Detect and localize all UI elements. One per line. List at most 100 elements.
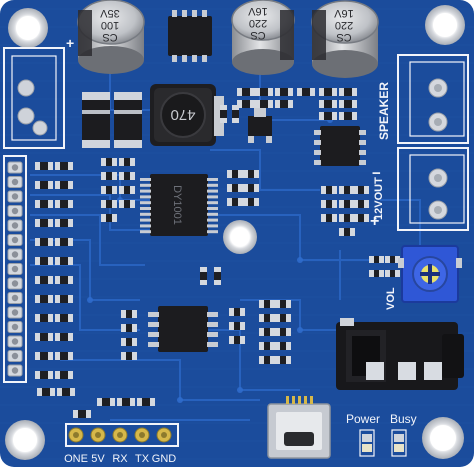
smd-resistor <box>119 200 135 208</box>
smd-resistor <box>37 388 55 396</box>
smd-resistor <box>339 186 355 194</box>
smd-resistor <box>353 214 369 222</box>
smd-resistor <box>339 228 355 236</box>
smd-resistor <box>137 398 155 406</box>
capacitor-3: CS 220 16V <box>311 0 379 78</box>
smd-resistor <box>121 352 137 360</box>
header-pin <box>7 205 23 217</box>
smd-resistor <box>119 172 135 180</box>
header-pin <box>7 161 23 174</box>
bottom-header-pin <box>90 427 106 443</box>
smd-resistor <box>55 162 73 170</box>
smd-resistor <box>35 314 53 322</box>
smd-resistor <box>121 324 137 332</box>
cap1-brand: CS <box>102 31 117 43</box>
smd-resistor <box>55 371 73 379</box>
cap1-voltage: 35V <box>100 7 120 19</box>
smd-resistor <box>35 276 53 284</box>
header-pin <box>7 335 23 348</box>
bottom-header-pin <box>112 427 128 443</box>
smd-resistor <box>275 314 291 322</box>
smd-resistor <box>353 186 369 194</box>
header-pin <box>7 292 23 304</box>
header-pin <box>7 321 23 333</box>
smd-resistor <box>319 100 337 108</box>
cap3-brand: CS <box>336 31 351 43</box>
smd-resistor <box>101 200 117 208</box>
bottom-header-pin <box>68 427 84 443</box>
smd-resistor <box>101 186 117 194</box>
smd-resistor <box>35 333 53 341</box>
cap3-voltage: 16V <box>334 7 354 19</box>
smd-resistor <box>259 356 275 364</box>
smd-resistor <box>35 295 53 303</box>
smd-resistor <box>229 308 245 316</box>
power-led <box>359 429 375 457</box>
flash-chip <box>148 306 218 352</box>
chip-marking: DY1001 <box>171 185 183 225</box>
smd-resistor <box>275 342 291 350</box>
capacitor-2: CS 220 16V <box>231 0 295 75</box>
header-pin <box>7 190 23 203</box>
smd-resistor <box>119 158 135 166</box>
smd-resistor <box>339 112 357 120</box>
smd-resistor <box>259 300 275 308</box>
smd-resistor <box>237 88 255 96</box>
smd-resistor <box>229 322 245 330</box>
smd-resistor <box>321 200 337 208</box>
header-pin <box>7 263 23 275</box>
smd-resistor <box>275 100 293 108</box>
smd-resistor <box>97 398 115 406</box>
minus-marking: − <box>372 165 381 182</box>
bottom-header-pin <box>156 427 172 443</box>
smd-resistor <box>121 338 137 346</box>
vol-label: VOL <box>385 287 397 310</box>
smd-resistor <box>339 214 355 222</box>
header-pin <box>7 277 23 290</box>
smd-resistor <box>275 300 291 308</box>
smd-resistor <box>101 214 117 222</box>
smd-resistor <box>297 88 315 96</box>
smd-resistor <box>232 105 239 123</box>
smd-resistor <box>35 219 53 227</box>
smd-resistor <box>237 100 255 108</box>
transistor <box>248 108 272 143</box>
smd-resistor <box>35 181 53 189</box>
header-pin <box>7 234 23 246</box>
smd-resistor <box>35 200 53 208</box>
speaker-terminal-footprint <box>397 54 469 144</box>
cap2-voltage: 16V <box>248 5 268 17</box>
amplifier-chip <box>314 126 366 166</box>
inductor-value: 470 <box>170 106 195 123</box>
smd-resistor <box>35 162 53 170</box>
smd-resistor <box>275 356 291 364</box>
smd-resistor <box>259 314 275 322</box>
smd-resistor <box>369 256 384 263</box>
smd-resistor <box>321 186 337 194</box>
audio-jack <box>336 318 464 390</box>
smd-resistor <box>35 371 53 379</box>
smd-resistor <box>339 100 357 108</box>
smd-resistor <box>227 198 243 206</box>
smd-resistor <box>55 333 73 341</box>
smd-resistor <box>259 342 275 350</box>
smd-resistor <box>55 314 73 322</box>
smd-resistor <box>227 184 243 192</box>
busy-led-label: Busy <box>390 412 417 426</box>
smd-resistor <box>275 328 291 336</box>
cap2-brand: CS <box>250 29 265 41</box>
smd-components <box>35 88 400 418</box>
cap2-value: 220 <box>249 17 267 29</box>
left-terminal-footprint: + <box>3 35 74 149</box>
smd-resistor <box>55 257 73 265</box>
smd-resistor <box>353 200 369 208</box>
smd-resistor <box>73 410 91 418</box>
mounting-hole <box>8 8 48 48</box>
plus-marking-right: + <box>370 213 379 230</box>
smd-resistor <box>220 105 227 123</box>
smd-resistor <box>101 172 117 180</box>
smd-resistor <box>214 267 221 285</box>
header-pin-label: RX <box>112 453 128 465</box>
capacitor-1: CS 100 35V <box>77 0 145 74</box>
